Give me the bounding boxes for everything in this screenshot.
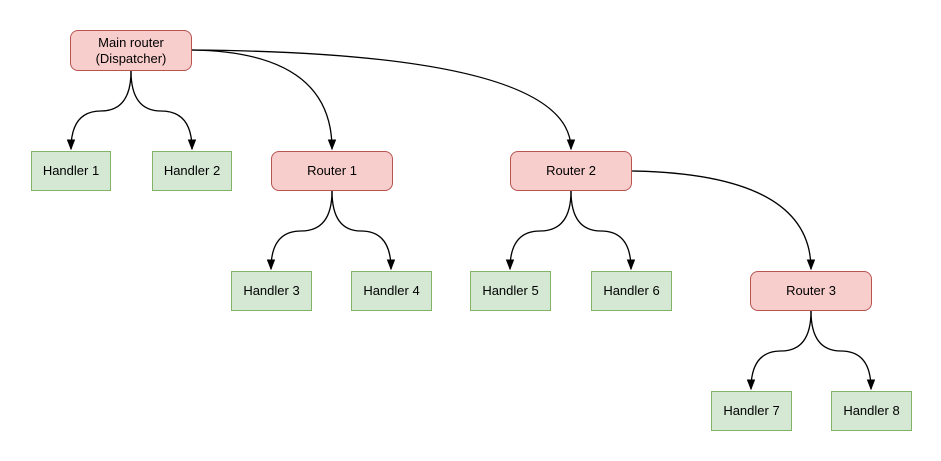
node-handler-3: Handler 3 — [231, 271, 312, 311]
node-handler-5-label: Handler 5 — [482, 283, 539, 298]
node-handler-1-label: Handler 1 — [42, 163, 100, 178]
edge-main-router-to-handler-2 — [130, 70, 192, 149]
node-handler-2-label: Handler 2 — [163, 163, 221, 178]
node-handler-7-label: Handler 7 — [723, 403, 780, 418]
node-handler-4-label: Handler 4 — [363, 283, 420, 298]
node-router-3: Router 3 — [750, 271, 872, 311]
node-handler-2: Handler 2 — [152, 151, 232, 191]
node-handler-3-label: Handler 3 — [243, 283, 300, 298]
node-handler-6-label: Handler 6 — [603, 283, 660, 298]
node-handler-7: Handler 7 — [711, 391, 792, 431]
edge-router-1-to-handler-4 — [331, 190, 391, 269]
edge-router-1-to-handler-3 — [271, 190, 333, 269]
node-router-3-label: Router 3 — [786, 283, 836, 298]
node-router-1-label: Router 1 — [307, 163, 357, 178]
node-handler-5: Handler 5 — [470, 271, 551, 311]
edge-router-3-to-handler-8 — [810, 310, 871, 389]
edge-router-2-to-handler-5 — [510, 190, 572, 269]
edge-main-router-to-router-2 — [191, 49, 571, 149]
edge-router-3-to-handler-7 — [751, 310, 812, 389]
edge-router-2-to-router-3 — [631, 170, 811, 269]
edge-main-router-to-handler-1 — [71, 70, 132, 149]
node-main-router-label-line1: Main router — [98, 34, 164, 50]
node-main-router: Main router (Dispatcher) — [70, 30, 192, 71]
edge-router-2-to-handler-6 — [570, 190, 631, 269]
node-handler-1: Handler 1 — [31, 151, 111, 191]
node-router-1: Router 1 — [271, 151, 393, 191]
node-handler-4: Handler 4 — [351, 271, 432, 311]
edge-main-router-to-router-1 — [191, 49, 332, 149]
node-router-2: Router 2 — [510, 151, 632, 191]
node-router-2-label: Router 2 — [546, 163, 596, 178]
node-handler-8: Handler 8 — [831, 391, 912, 431]
node-main-router-label-line2: (Dispatcher) — [95, 50, 167, 66]
node-handler-8-label: Handler 8 — [843, 403, 900, 418]
node-handler-6: Handler 6 — [591, 271, 672, 311]
